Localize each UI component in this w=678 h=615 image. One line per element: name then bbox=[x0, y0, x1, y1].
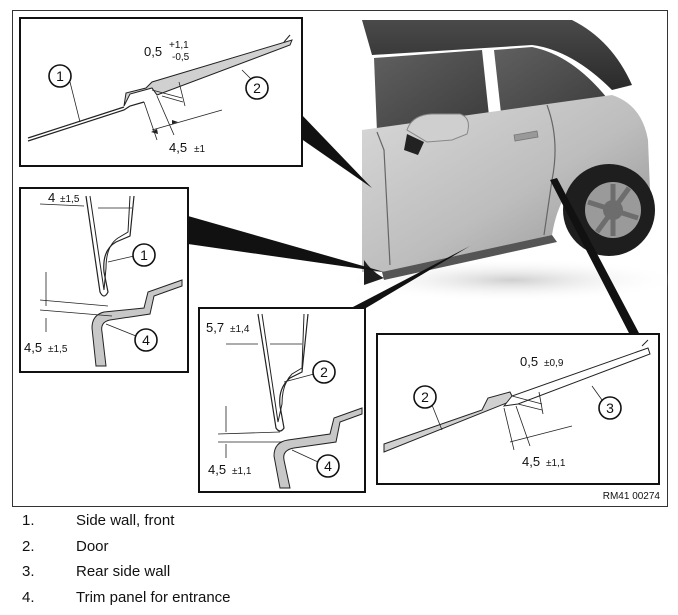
right-offset-main: 4,5 bbox=[522, 454, 540, 469]
center-callout-2: 2 bbox=[320, 364, 328, 380]
legend-number: 3. bbox=[22, 563, 35, 580]
detail-top: 0,5 +1,1 -0,5 4,5 ±1 1 2 bbox=[19, 17, 303, 167]
center-offset-tol: ±1,1 bbox=[232, 466, 252, 477]
right-callout-3: 3 bbox=[606, 400, 614, 416]
left-offset-main: 4,5 bbox=[24, 340, 42, 355]
top-gap-main: 0,5 bbox=[144, 44, 162, 59]
left-offset-tol: ±1,5 bbox=[48, 344, 68, 355]
figure-reference: RM41 00274 bbox=[603, 491, 661, 502]
left-gap-main: 4 bbox=[48, 190, 55, 205]
left-callout-1: 1 bbox=[140, 247, 148, 263]
car-illustration bbox=[342, 20, 668, 302]
top-gap-tol-minus: -0,5 bbox=[172, 52, 190, 63]
legend-label: Door bbox=[76, 537, 109, 555]
top-callout-1: 1 bbox=[56, 68, 64, 84]
legend-number: 4. bbox=[22, 588, 35, 606]
detail-right: 0,5 ±0,9 4,5 ±1,1 2 3 bbox=[376, 333, 660, 485]
leader-wedges bbox=[188, 113, 640, 335]
center-callout-4: 4 bbox=[324, 458, 332, 474]
technical-diagram: 0,5 +1,1 -0,5 4,5 ±1 1 2 4 ±1,5 4,5 ±1,5 bbox=[12, 10, 668, 507]
detail-center: 5,7 ±1,4 4,5 ±1,1 2 4 bbox=[198, 307, 366, 493]
detail-left: 4 ±1,5 4,5 ±1,5 1 4 bbox=[19, 187, 189, 373]
center-gap-main: 5,7 bbox=[206, 320, 224, 335]
top-gap-tol-plus: +1,1 bbox=[169, 40, 189, 51]
legend-number: 1. bbox=[22, 512, 35, 529]
top-offset-tol: ±1 bbox=[194, 144, 205, 155]
center-offset-main: 4,5 bbox=[208, 462, 226, 477]
center-gap-tol: ±1,4 bbox=[230, 324, 250, 335]
right-gap-tol: ±0,9 bbox=[544, 358, 564, 369]
left-gap-tol: ±1,5 bbox=[60, 194, 80, 205]
right-callout-2: 2 bbox=[421, 389, 429, 405]
top-callout-2: 2 bbox=[253, 80, 261, 96]
legend-label: Side wall, front bbox=[76, 512, 175, 529]
right-offset-tol: ±1,1 bbox=[546, 458, 566, 469]
legend-label: Trim panel for entrance bbox=[76, 588, 231, 606]
top-offset-main: 4,5 bbox=[169, 140, 187, 155]
legend-number: 2. bbox=[22, 537, 35, 555]
legend-label: Rear side wall bbox=[76, 563, 171, 580]
right-gap-main: 0,5 bbox=[520, 354, 538, 369]
left-callout-4: 4 bbox=[142, 332, 150, 348]
